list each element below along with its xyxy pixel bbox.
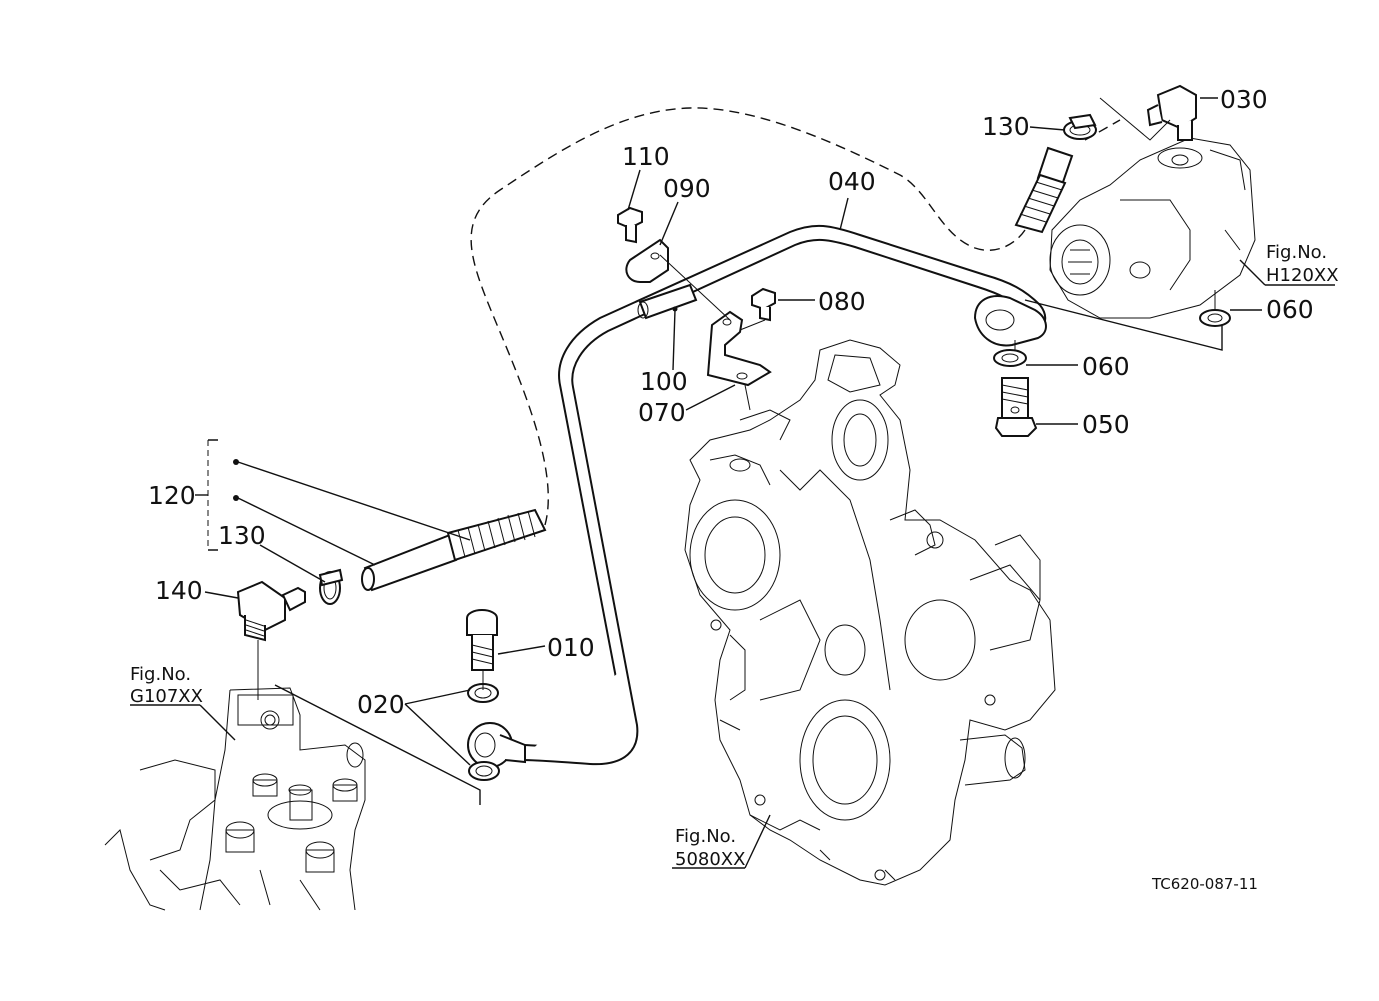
part-040-banjo-top (973, 295, 1047, 347)
pump-housing-right (1049, 137, 1256, 319)
label-010: 010 (547, 633, 595, 662)
part-050-banjo-bolt (994, 377, 1038, 437)
hose-route-dashed (470, 107, 1026, 526)
label-090: 090 (663, 174, 711, 203)
part-020-washer-bottom (468, 761, 500, 781)
part-140-elbow (236, 580, 306, 642)
part-080-bolt (751, 287, 776, 322)
part-110-bolt (617, 206, 643, 244)
fig-ref-h120-code: H120XX (1266, 265, 1339, 286)
fig-ref-h120-label: Fig.No. (1266, 242, 1327, 263)
part-070-bracket (706, 310, 772, 387)
label-050: 050 (1082, 410, 1130, 439)
part-060-washer-mid (993, 349, 1027, 367)
label-060-right: 060 (1266, 295, 1314, 324)
fig-ref-5080-label: Fig.No. (675, 826, 736, 847)
part-010-banjo-bolt (466, 609, 498, 671)
label-070: 070 (638, 398, 686, 427)
part-130-hose-right (1014, 146, 1074, 234)
label-060-mid: 060 (1082, 352, 1130, 381)
h120-leader (1239, 259, 1266, 286)
label-110: 110 (622, 142, 670, 171)
part-060-washer-right (1199, 309, 1231, 327)
part-130-clamp-left (318, 568, 344, 605)
label-100: 100 (640, 367, 688, 396)
pump-housing-left (104, 687, 366, 911)
bracket-060-right (1024, 299, 1223, 351)
label-130-left: 130 (218, 521, 266, 550)
label-140: 140 (155, 576, 203, 605)
label-080: 080 (818, 287, 866, 316)
part-130-clamp-right (1063, 113, 1097, 140)
part-090-clamp (625, 238, 669, 283)
drawing-code: TC620-087-11 (1151, 875, 1258, 893)
label-020: 020 (357, 690, 405, 719)
fig-ref-g107-label: Fig.No. (130, 664, 191, 685)
bracket-020-left (274, 684, 481, 805)
label-120: 120 (148, 481, 196, 510)
fig-ref-g107-code: G107XX (130, 686, 203, 707)
part-040-banjo-bottom (467, 722, 526, 768)
label-040: 040 (828, 167, 876, 196)
part-120-hose (361, 508, 547, 592)
label-leaders (195, 97, 1262, 766)
label-130-right: 130 (982, 112, 1030, 141)
label-030: 030 (1220, 85, 1268, 114)
fig-ref-5080-code: 5080XX (675, 849, 745, 870)
part-100-collar (637, 283, 698, 320)
gear-case-center (684, 339, 1056, 886)
part-030-elbow (1146, 84, 1197, 141)
part-040-tube (519, 224, 1047, 766)
